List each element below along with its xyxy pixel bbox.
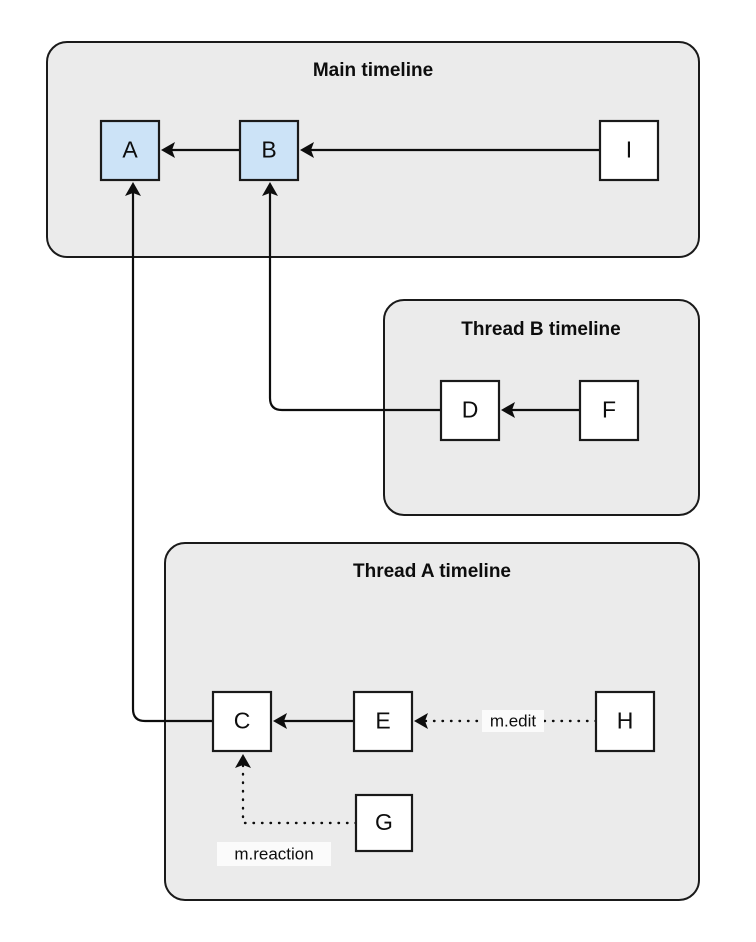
edge-C-to-A	[131, 189, 213, 723]
arrow-into-A-from-C	[125, 182, 141, 196]
edge-arrowheads	[125, 142, 515, 768]
node-G[interactable]	[354, 793, 414, 853]
arrow-into-B-from-D	[262, 182, 278, 196]
arrow-into-A-from-B	[161, 142, 175, 158]
node-B[interactable]	[238, 119, 300, 182]
edge-label-bg-H-to-E	[482, 710, 544, 732]
container-thread-b-timeline	[383, 299, 700, 516]
node-H[interactable]	[594, 690, 656, 753]
edge-connectors	[131, 148, 600, 825]
timeline-containers	[46, 41, 700, 901]
edge-label-H-to-E: m.edit	[490, 711, 537, 730]
node-label-F: F	[602, 397, 616, 423]
node-label-D: D	[462, 397, 479, 423]
event-nodes: A B I D F C E H G	[99, 119, 660, 853]
container-title-thread-a-timeline: Thread A timeline	[353, 561, 511, 582]
edge-label-bg-G-to-C	[217, 842, 331, 866]
node-label-C: C	[234, 708, 251, 734]
edge-labels: m.edit m.reaction	[217, 710, 544, 866]
node-label-B: B	[261, 137, 276, 163]
arrow-into-C-from-G	[235, 754, 251, 768]
edge-label-G-to-C: m.reaction	[234, 844, 313, 863]
node-label-G: G	[375, 809, 393, 835]
container-title-thread-b-timeline: Thread B timeline	[461, 319, 620, 340]
node-C[interactable]	[211, 690, 273, 753]
arrow-into-D-from-F	[501, 402, 515, 418]
node-label-I: I	[626, 137, 632, 163]
edge-D-to-B	[268, 189, 441, 412]
arrow-into-B-from-I	[300, 142, 314, 158]
node-F[interactable]	[578, 379, 640, 442]
node-I[interactable]	[598, 119, 660, 182]
node-label-A: A	[122, 137, 138, 163]
node-E[interactable]	[352, 690, 414, 753]
node-D[interactable]	[439, 379, 501, 442]
node-A[interactable]	[99, 119, 161, 182]
arrow-into-E-from-H	[414, 713, 428, 729]
node-label-H: H	[617, 708, 634, 734]
arrow-into-C-from-E	[273, 713, 287, 729]
container-title-main-timeline: Main timeline	[313, 60, 433, 81]
node-label-E: E	[375, 708, 390, 734]
